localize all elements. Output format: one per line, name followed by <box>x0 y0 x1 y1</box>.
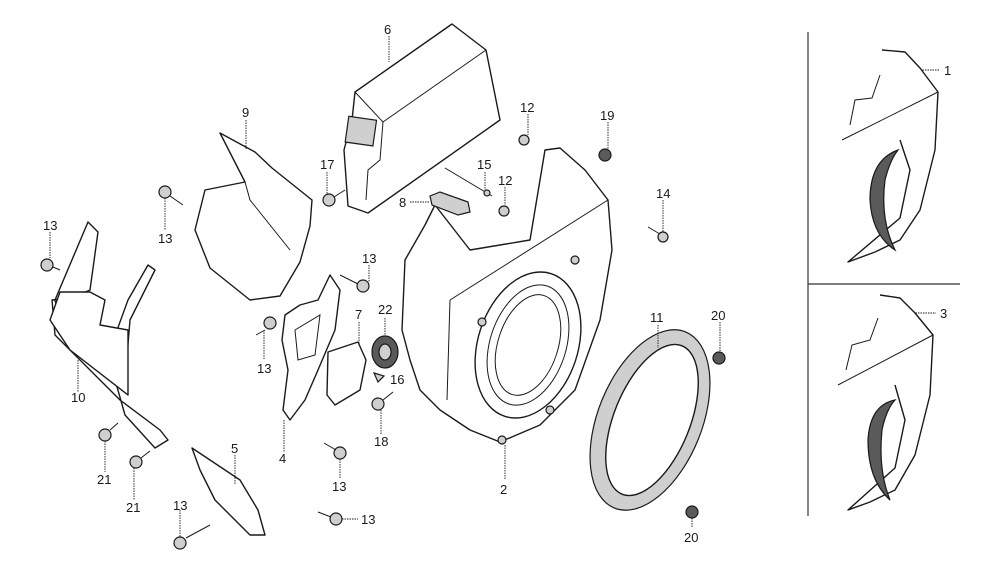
callout-12: 12 <box>498 173 512 188</box>
part-bracket-4[interactable] <box>281 274 341 421</box>
bolt-13-f[interactable] <box>173 524 211 550</box>
part-fan-housing-2[interactable] <box>401 147 613 445</box>
callout-19: 19 <box>600 108 614 123</box>
bolt-18[interactable] <box>371 391 394 411</box>
screw-16[interactable] <box>372 372 386 384</box>
callout-13: 13 <box>332 479 346 494</box>
callout-15: 15 <box>477 157 491 172</box>
callout-18: 18 <box>374 434 388 449</box>
variant-cover-1[interactable] <box>841 49 939 263</box>
bolt-13-a[interactable] <box>40 258 61 272</box>
callout-7: 7 <box>355 307 362 322</box>
callout-10: 10 <box>71 390 85 405</box>
nut-12-a[interactable] <box>518 134 530 146</box>
bolt-13-c[interactable] <box>339 274 370 293</box>
part-clip-8[interactable] <box>429 191 471 216</box>
callout-1: 1 <box>944 63 951 78</box>
callout-13: 13 <box>43 218 57 233</box>
callout-14: 14 <box>656 186 670 201</box>
bolt-13-b[interactable] <box>158 185 184 206</box>
variant-inset-panel <box>807 32 960 516</box>
callout-3: 3 <box>940 306 947 321</box>
nut-12-b[interactable] <box>498 205 510 217</box>
nut-20-a[interactable] <box>712 351 726 365</box>
part-shroud-6[interactable] <box>343 23 501 214</box>
bolt-13-d[interactable] <box>255 316 277 336</box>
bolt-15[interactable] <box>444 167 493 197</box>
callout-21: 21 <box>126 500 140 515</box>
part-ring-shroud-11[interactable] <box>566 312 734 527</box>
bolt-13-e[interactable] <box>323 442 347 460</box>
nut-20-b[interactable] <box>685 505 699 519</box>
bolt-21-b[interactable] <box>129 450 151 469</box>
callout-13: 13 <box>362 251 376 266</box>
callout-20: 20 <box>684 530 698 545</box>
part-cover-plate-7[interactable] <box>326 341 367 406</box>
bolt-14[interactable] <box>647 226 669 243</box>
bolt-17[interactable] <box>322 189 346 207</box>
callout-12: 12 <box>520 100 534 115</box>
callout-13: 13 <box>173 498 187 513</box>
part-side-plate-10[interactable] <box>49 221 169 449</box>
callout-17: 17 <box>320 157 334 172</box>
callout-5: 5 <box>231 441 238 456</box>
callout-11: 11 <box>650 310 664 325</box>
callout-2: 2 <box>500 482 507 497</box>
callout-13: 13 <box>158 231 172 246</box>
callout-21: 21 <box>97 472 111 487</box>
callout-6: 6 <box>384 22 391 37</box>
callout-16: 16 <box>390 372 404 387</box>
callout-labels: 6 9 17 12 19 15 12 8 14 13 13 13 13 22 7… <box>43 22 951 545</box>
callout-8: 8 <box>399 195 406 210</box>
callout-4: 4 <box>279 451 286 466</box>
callout-9: 9 <box>242 105 249 120</box>
callout-13: 13 <box>257 361 271 376</box>
bolt-13-g[interactable] <box>317 511 343 526</box>
part-lower-bracket-5[interactable] <box>191 447 266 536</box>
variant-cover-3[interactable] <box>837 294 934 511</box>
bolt-21-a[interactable] <box>98 422 119 442</box>
part-grommet-22[interactable] <box>371 335 399 369</box>
callout-22: 22 <box>378 302 392 317</box>
nut-19[interactable] <box>598 148 612 162</box>
part-baffle-9[interactable] <box>194 132 313 301</box>
leader-lines <box>49 36 940 537</box>
callout-13: 13 <box>361 512 375 527</box>
callout-20: 20 <box>711 308 725 323</box>
